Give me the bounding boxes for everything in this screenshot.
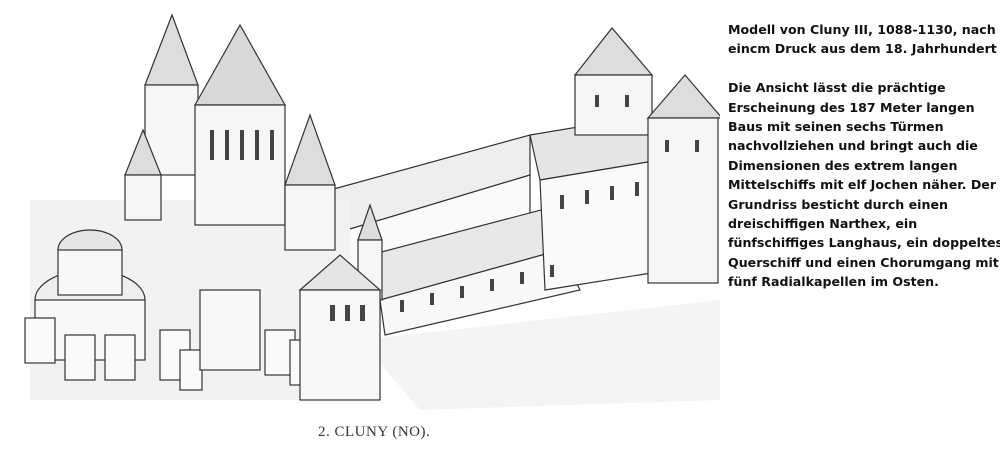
description-title: Modell von Cluny III, 1088-1130, nach ei… [728,20,1000,59]
abbey-drawing [24,13,724,410]
body-line: Mittelschiffs mit elf Jochen näher. Der [728,177,997,193]
body-line: Erscheinung des 187 Meter langen [728,99,975,115]
body-line: dreischiffigen Narthex, ein [728,216,918,232]
illustration-caption: 2. CLUNY (NO). [318,424,431,440]
title-line: Modell von Cluny III, 1088-1130, nach [728,22,996,37]
body-line: nachvollziehen und bringt auch die [728,138,978,154]
body-line: Grundriss besticht durch einen [728,196,948,212]
body-line: Die Ansicht lässt die prächtige [728,80,946,96]
title-line: eincm Druck aus dem 18. Jahrhundert [728,41,997,57]
body-line: Baus mit seinen sechs Türmen [728,119,944,135]
body-line: fünfschiffiges Langhaus, ein doppeltes [728,235,1000,251]
cluny-abbey-illustration: 2. CLUNY (NO). [24,13,724,440]
body-line: Dimensionen des extrem langen [728,157,958,173]
body-line: Querschiff und einen Chorumgang mit [728,254,999,270]
description-body: Die Ansicht lässt die prächtige Erschein… [728,78,1000,291]
description-text: Modell von Cluny III, 1088-1130, nach ei… [728,20,1000,292]
body-line: fünf Radialkapellen im Osten. [728,274,939,290]
